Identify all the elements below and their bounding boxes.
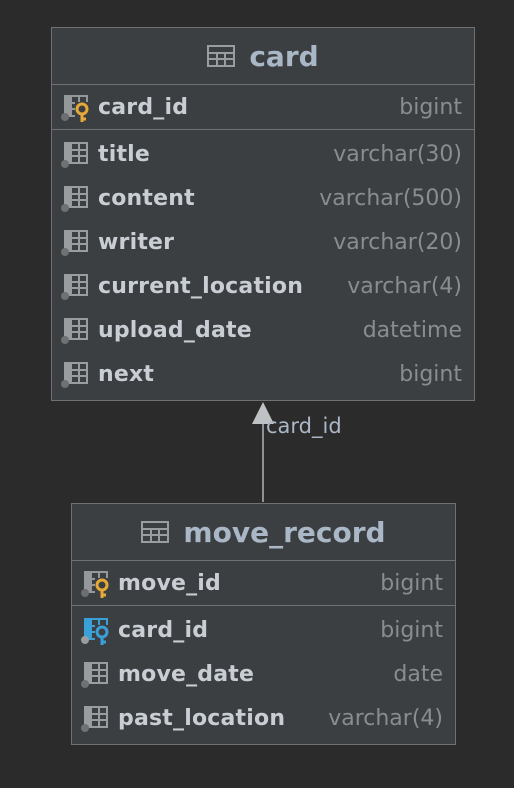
column-icon xyxy=(81,661,111,689)
column-type: varchar(4) xyxy=(328,705,443,731)
column-row[interactable]: move_date date xyxy=(72,652,455,696)
column-row[interactable]: move_id bigint xyxy=(72,561,455,605)
column-name: move_date xyxy=(118,661,255,687)
table-card[interactable]: card card_id bigint title varchar(30) co… xyxy=(51,27,475,401)
columns-section: title varchar(30) content varchar(500) w… xyxy=(52,130,474,398)
column-type: varchar(4) xyxy=(347,273,462,299)
foreign-key-icon xyxy=(81,617,111,645)
column-name: writer xyxy=(98,229,175,255)
column-icon xyxy=(61,361,91,389)
column-row[interactable]: writer varchar(20) xyxy=(52,220,474,264)
column-name: next xyxy=(98,361,155,387)
column-type: bigint xyxy=(380,570,443,596)
column-name: current_location xyxy=(98,273,304,299)
column-name: upload_date xyxy=(98,317,252,343)
table-header[interactable]: card xyxy=(52,28,474,85)
primary-key-icon xyxy=(61,94,91,122)
column-type: datetime xyxy=(362,317,462,343)
column-icon xyxy=(81,705,111,733)
column-row[interactable]: content varchar(500) xyxy=(52,176,474,220)
column-icon xyxy=(61,141,91,169)
column-row[interactable]: title varchar(30) xyxy=(52,132,474,176)
column-type: bigint xyxy=(380,617,443,643)
column-name: content xyxy=(98,185,195,211)
primary-key-icon xyxy=(81,570,111,598)
relation-label: card_id xyxy=(266,414,342,438)
primary-key-section: card_id bigint xyxy=(52,85,474,130)
column-row[interactable]: card_id bigint xyxy=(52,85,474,129)
column-name: card_id xyxy=(98,94,189,120)
column-name: past_location xyxy=(118,705,286,731)
column-icon xyxy=(61,317,91,345)
table-name: move_record xyxy=(183,515,386,549)
table-icon xyxy=(141,521,170,543)
primary-key-section: move_id bigint xyxy=(72,561,455,606)
column-row[interactable]: card_id bigint xyxy=(72,608,455,652)
column-type: date xyxy=(393,661,443,687)
column-type: varchar(500) xyxy=(319,185,462,211)
columns-section: card_id bigint move_date date past_locat… xyxy=(72,606,455,742)
column-icon xyxy=(61,185,91,213)
column-row[interactable]: next bigint xyxy=(52,352,474,396)
column-type: varchar(20) xyxy=(333,229,462,255)
table-header[interactable]: move_record xyxy=(72,504,455,561)
column-row[interactable]: past_location varchar(4) xyxy=(72,696,455,740)
table-icon xyxy=(207,45,236,67)
column-icon xyxy=(61,273,91,301)
column-type: bigint xyxy=(399,361,462,387)
column-name: move_id xyxy=(118,570,221,596)
column-row[interactable]: current_location varchar(4) xyxy=(52,264,474,308)
column-type: varchar(30) xyxy=(333,141,462,167)
column-icon xyxy=(61,229,91,257)
column-type: bigint xyxy=(399,94,462,120)
table-name: card xyxy=(249,39,319,73)
column-row[interactable]: upload_date datetime xyxy=(52,308,474,352)
table-move-record[interactable]: move_record move_id bigint card_id bigin… xyxy=(71,503,456,745)
column-name: title xyxy=(98,141,151,167)
column-name: card_id xyxy=(118,617,209,643)
